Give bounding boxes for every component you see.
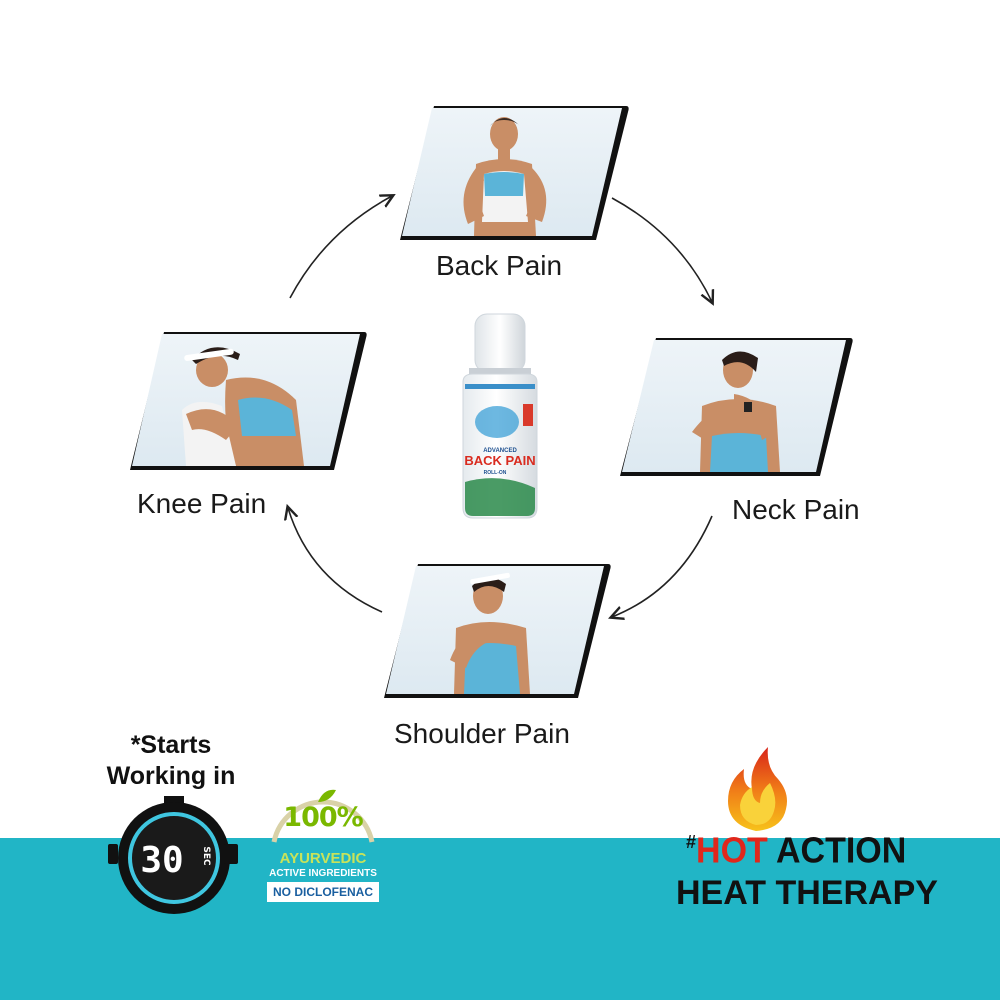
hot-word: HOT	[696, 831, 768, 871]
action-word: ACTION	[767, 831, 907, 871]
stopwatch-icon: 30 SEC	[108, 796, 238, 914]
neck-pain-label: Neck Pain	[732, 494, 860, 525]
bottle-line2: BACK PAIN	[464, 453, 535, 468]
hot-action-text: #HOT ACTION	[686, 831, 906, 872]
arrow-bottom-to-left	[288, 508, 383, 613]
knee-pain-label: Knee Pain	[137, 488, 267, 519]
back-pain-card	[396, 104, 632, 244]
timer-unit: SEC	[201, 846, 211, 866]
shoulder-pain-label: Shoulder Pain	[394, 718, 570, 749]
ayurvedic-text: AYURVEDIC	[279, 850, 367, 867]
ayurvedic-badge: 100% AYURVEDIC ACTIVE INGREDIENTS NO DIC…	[262, 780, 384, 912]
flame-icon	[728, 747, 787, 831]
back-pain-label: Back Pain	[436, 250, 563, 281]
arrow-top-to-right	[611, 197, 712, 302]
heat-therapy-text: HEAT THERAPY	[676, 874, 938, 912]
arrow-right-to-bottom	[612, 515, 713, 617]
active-ingredients-text: ACTIVE INGREDIENTS	[269, 868, 377, 879]
starts-line1: *Starts	[130, 731, 212, 759]
product-bottle: ADVANCED BACK PAIN ROLL-ON	[462, 313, 538, 519]
timer-number: 30	[140, 840, 183, 881]
leaf-arc-icon	[271, 789, 375, 843]
hash-mark: #	[686, 831, 697, 853]
bottle-line1: ADVANCED	[483, 448, 517, 454]
shoulder-pain-card	[380, 562, 614, 702]
starts-working-text: *Starts Working in	[96, 730, 246, 792]
no-diclofenac-label: NO DICLOFENAC	[267, 882, 379, 902]
bottle-line3: ROLL-ON	[484, 470, 507, 476]
knee-pain-card	[126, 330, 370, 474]
arrow-left-to-top	[289, 196, 392, 299]
starts-line2: Working in	[106, 762, 236, 790]
neck-pain-card	[616, 336, 856, 480]
percent-text: 100%	[283, 802, 363, 833]
